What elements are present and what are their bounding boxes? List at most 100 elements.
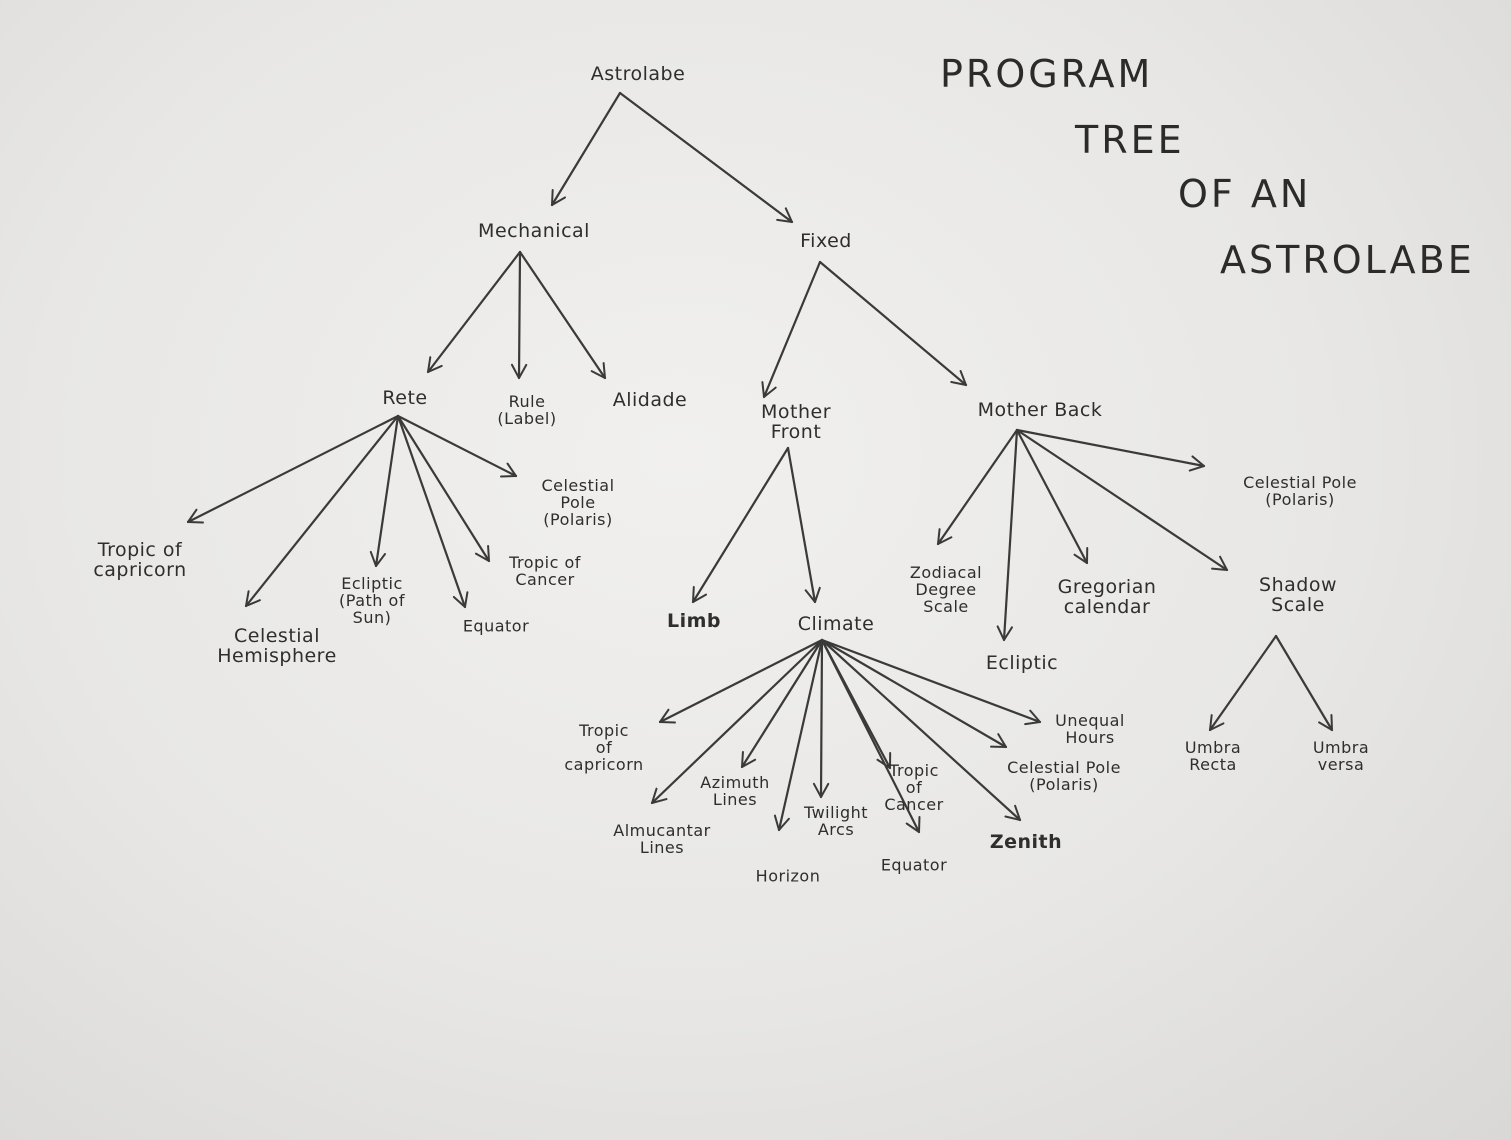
arrowhead-icon — [659, 708, 676, 724]
arrowhead-icon — [905, 816, 921, 833]
arrowhead-icon — [1073, 547, 1089, 564]
node-limb: Limb — [666, 610, 722, 633]
arrowhead-icon — [990, 733, 1007, 748]
node-twilight-arcs: Twilight Arcs — [803, 803, 869, 839]
arrowhead-icon — [369, 550, 387, 567]
node-rete-tropic-of-capricorn: Tropic of capricorn — [93, 539, 187, 581]
title-line-1: PROGRAM — [940, 52, 1154, 96]
connector-line — [740, 638, 824, 769]
connector-line — [820, 638, 1042, 724]
node-shadow-scale: Shadow Scale — [1259, 574, 1337, 616]
node-astrolabe: Astrolabe — [590, 63, 686, 86]
connector-line — [691, 446, 790, 604]
title-line-2: TREE — [1075, 118, 1185, 162]
connector-line — [1015, 428, 1089, 565]
connector-line — [777, 638, 824, 832]
arrowhead-icon — [950, 370, 967, 386]
node-rete-tropic-of-cancer: Tropic of Cancer — [509, 553, 581, 589]
arrowhead-icon — [776, 207, 793, 223]
connector-line — [819, 638, 824, 799]
arrowhead-icon — [1318, 714, 1333, 731]
connector-line — [1015, 428, 1229, 572]
node-climate: Climate — [797, 613, 875, 636]
arrowhead-icon — [500, 462, 517, 478]
node-mother-back-ecliptic: Ecliptic — [985, 652, 1059, 675]
arrowhead-icon — [1209, 714, 1225, 731]
node-climate-celestial-pole: Celestial Pole (Polaris) — [1007, 758, 1121, 794]
connector-line — [244, 414, 400, 608]
connector-line — [936, 428, 1019, 546]
arrowhead-icon — [804, 586, 821, 603]
connector-line — [820, 638, 892, 770]
arrowhead-icon — [551, 189, 566, 206]
connector-line — [374, 414, 400, 568]
node-mother-front: Mother Front — [760, 401, 832, 443]
arrowhead-icon — [812, 782, 830, 798]
connector-line — [396, 414, 518, 478]
connector-line — [820, 638, 1022, 822]
node-unequal-hours: Unequal Hours — [1055, 711, 1125, 747]
arrowhead-icon — [590, 362, 606, 379]
node-rete-celestial-pole: Celestial Pole (Polaris) — [541, 475, 615, 529]
connector-line — [650, 638, 824, 805]
node-azimuth-lines: Azimuth Lines — [700, 773, 770, 809]
node-horizon: Horizon — [755, 866, 821, 886]
connector-line — [820, 638, 1008, 749]
node-alidade: Alidade — [612, 389, 688, 412]
node-gregorian-calendar: Gregorian calendar — [1057, 576, 1157, 618]
connector-line — [1015, 428, 1206, 468]
node-mother-back-celestial-pole: Celestial Pole (Polaris) — [1243, 473, 1357, 509]
arrowhead-icon — [427, 356, 443, 373]
connector-line — [396, 414, 491, 563]
arrowhead-icon — [996, 625, 1013, 641]
arrowhead-icon — [741, 751, 757, 768]
connector-line — [517, 250, 522, 380]
connector-line — [426, 250, 522, 374]
connector-line — [1002, 428, 1019, 642]
node-rete-ecliptic: Ecliptic (Path of Sun) — [339, 573, 405, 627]
arrowhead-icon — [1004, 804, 1021, 821]
node-fixed: Fixed — [800, 230, 852, 253]
node-zodiacal-degree-scale: Zodiacal Degree Scale — [909, 562, 983, 616]
connector-line — [786, 446, 817, 604]
connector-line — [762, 260, 822, 399]
node-climate-tropic-of-capricorn: Tropic of capricorn — [564, 720, 644, 774]
node-umbra-versa: Umbra versa — [1312, 738, 1370, 774]
node-mother-back: Mother Back — [977, 399, 1103, 422]
arrowhead-icon — [474, 545, 490, 562]
arrowhead-icon — [937, 528, 953, 545]
arrowhead-icon — [651, 787, 668, 804]
title-line-3: OF AN — [1178, 172, 1312, 216]
node-mechanical: Mechanical — [478, 220, 590, 243]
connector-line — [550, 91, 622, 207]
node-celestial-hemisphere: Celestial Hemisphere — [217, 625, 337, 667]
connector-line — [396, 414, 467, 609]
node-rete-equator: Equator — [462, 616, 530, 636]
arrowhead-icon — [245, 590, 261, 607]
arrowhead-icon — [510, 363, 528, 379]
arrowhead-icon — [187, 508, 204, 524]
arrowhead-icon — [1024, 709, 1041, 726]
arrowhead-icon — [692, 586, 708, 603]
title-line-4: ASTROLABE — [1220, 238, 1475, 282]
connector-line — [658, 638, 824, 724]
arrowhead-icon — [452, 591, 469, 608]
arrowhead-icon — [1211, 555, 1228, 571]
node-umbra-recta: Umbra Recta — [1184, 738, 1242, 774]
connector-line — [818, 260, 968, 387]
arrowhead-icon — [773, 814, 790, 831]
connector-line — [1274, 634, 1334, 732]
connector-line — [186, 414, 400, 524]
connector-line — [518, 250, 607, 380]
node-zenith: Zenith — [989, 831, 1063, 854]
connector-line — [1208, 634, 1278, 732]
node-rete: Rete — [382, 387, 428, 410]
node-climate-tropic-of-cancer: Tropic of Cancer — [884, 760, 944, 814]
arrowhead-icon — [761, 381, 777, 398]
arrowhead-icon — [876, 752, 892, 769]
node-climate-equator: Equator — [880, 855, 948, 875]
connector-line — [618, 91, 794, 224]
node-rule: Rule (Label) — [497, 392, 557, 428]
